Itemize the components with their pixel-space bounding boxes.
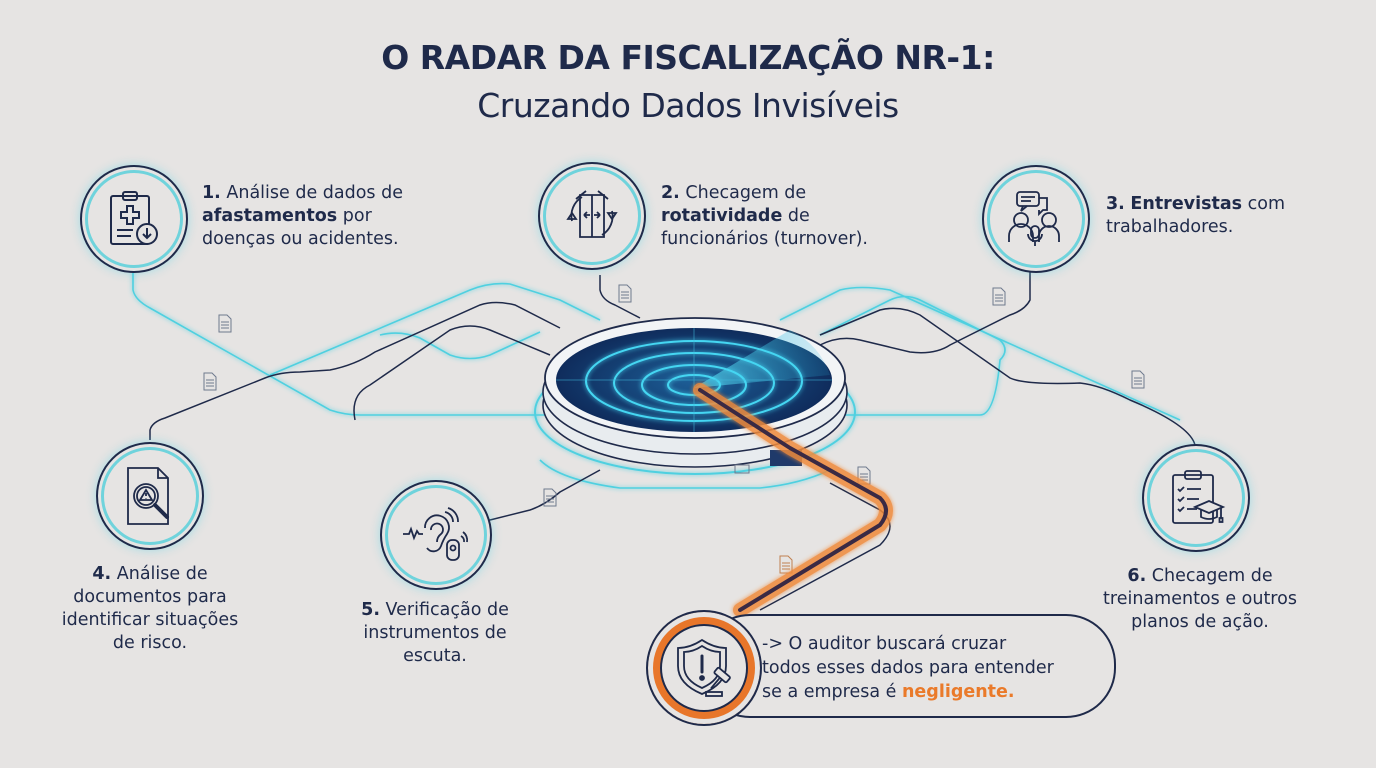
node-2-circle [538,162,646,270]
ear-listening-device-icon [403,507,469,561]
node-1-circle [80,165,188,273]
item-6-label: 6. Checagem de treinamentos e outros pla… [1103,566,1297,632]
conclusion-callout [700,614,1116,718]
item-5-label: 5. Verificação de instrumentos de escuta… [361,600,509,666]
page-subtitle: Cruzando Dados Invisíveis [477,86,899,125]
item-1-label: 1. Análise de dados de afastamentos por … [202,183,403,249]
clipboard-medical-download-icon [110,191,158,245]
shield-warning-gavel-icon [677,638,731,697]
auditor-badge [646,610,762,726]
item-2-label: 2. Checagem de rotatividade de funcionár… [661,183,868,249]
item-3-label: 3. Entrevistas com trabalhadores. [1106,194,1286,237]
interview-people-microphone-icon [1008,191,1060,246]
node-3-circle [982,165,1090,273]
document-magnifier-warning-icon [127,467,169,525]
node-6-circle [1142,444,1250,552]
item-4-label: 4. Análise de documentos para identifica… [61,564,239,653]
conclusion-text: -> O auditor buscará cruzar todos esses … [762,634,1054,702]
negligente-highlight: negligente. [901,682,1015,702]
node-4-circle [96,442,204,550]
revolving-door-icon [566,190,618,238]
node-5-circle [380,480,492,590]
checklist-graduation-cap-icon [1172,470,1226,524]
page-title: O RADAR DA FISCALIZAÇÃO NR-1: [381,38,995,77]
